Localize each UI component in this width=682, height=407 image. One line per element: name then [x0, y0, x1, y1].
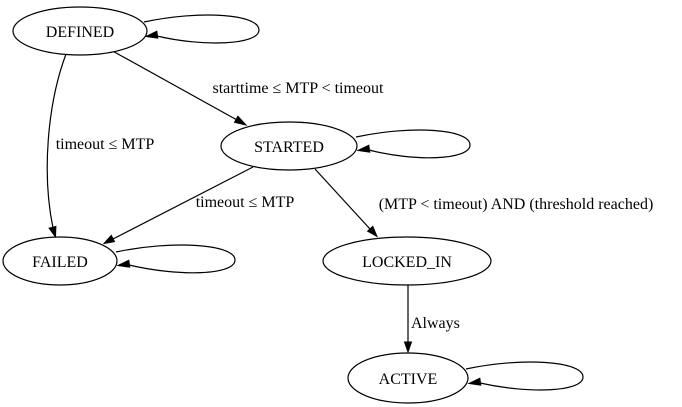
- node-shape: [12, 6, 148, 56]
- arrowhead-icon: [366, 225, 379, 238]
- arrowhead-icon: [144, 30, 159, 39]
- self-loop-defined: [143, 14, 260, 44]
- edge-line: [108, 48, 238, 121]
- node-shape: [347, 352, 469, 404]
- self-loop-line: [143, 14, 260, 44]
- node-label-defined: DEFINED: [46, 24, 114, 41]
- edge-line: [314, 168, 371, 230]
- node-label-started: STARTED: [254, 139, 324, 156]
- node-shape: [220, 121, 358, 171]
- self-loop-failed: [115, 244, 236, 274]
- edge-line: [46, 53, 67, 229]
- self-loop-started: [355, 129, 471, 159]
- node-label-failed: FAILED: [32, 254, 88, 271]
- self-loop-line: [115, 244, 236, 274]
- edge-label-started-failed: timeout ≤ MTP: [196, 194, 295, 211]
- edge-defined-to-failed: timeout ≤ MTP: [46, 53, 155, 239]
- edge-label-defined-started: starttime ≤ MTP < timeout: [213, 80, 385, 97]
- state-node-failed: FAILED: [2, 236, 118, 286]
- node-label-active: ACTIVE: [379, 371, 438, 388]
- arrowhead-icon: [233, 115, 248, 126]
- edge-label-started-locked-in: (MTP < timeout) AND (threshold reached): [379, 196, 654, 213]
- node-shape: [322, 236, 492, 286]
- edge-locked-in-to-active: Always: [403, 285, 460, 354]
- arrowhead-icon: [356, 144, 371, 153]
- state-node-started: STARTED: [220, 121, 358, 171]
- state-node-defined: DEFINED: [12, 6, 148, 56]
- state-node-locked-in: LOCKED_IN: [322, 236, 492, 286]
- edge-started-to-failed: timeout ≤ MTP: [102, 166, 295, 245]
- arrowhead-icon: [102, 234, 116, 245]
- node-shape: [2, 236, 118, 286]
- self-loop-active: [465, 361, 584, 391]
- self-loop-line: [465, 361, 584, 391]
- arrowhead-icon: [116, 259, 131, 268]
- state-node-active: ACTIVE: [347, 352, 469, 404]
- node-label-locked-in: LOCKED_IN: [362, 254, 452, 271]
- arrowhead-icon: [467, 377, 482, 386]
- edge-defined-to-started: starttime ≤ MTP < timeout: [108, 48, 385, 126]
- edge-line: [112, 166, 254, 240]
- edge-label-locked-in-active: Always: [411, 315, 460, 332]
- arrowhead-icon: [48, 225, 57, 239]
- edge-label-defined-failed: timeout ≤ MTP: [56, 136, 155, 153]
- arrowhead-icon: [403, 341, 413, 354]
- edge-started-to-locked-in: (MTP < timeout) AND (threshold reached): [314, 168, 654, 238]
- self-loop-line: [355, 129, 471, 159]
